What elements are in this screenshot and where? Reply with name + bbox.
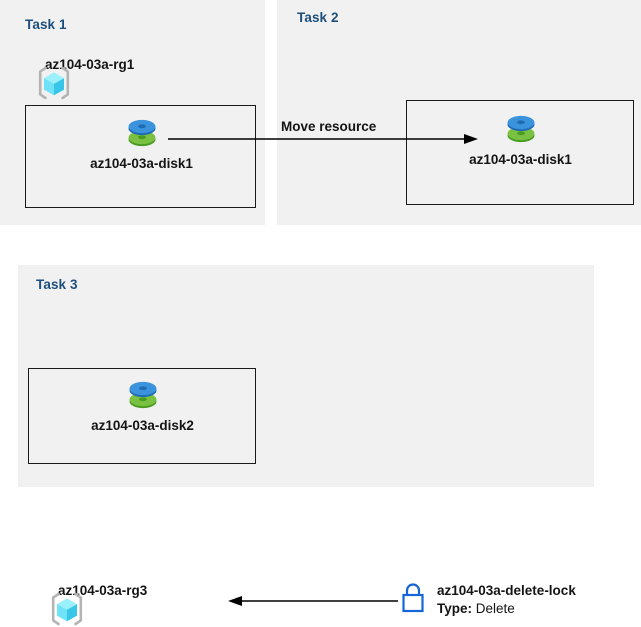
panel-task-1: Task 1 az104-03a-rg1 <box>0 0 265 225</box>
disk-label: az104-03a-disk1 <box>469 152 572 167</box>
disk-label: az104-03a-disk1 <box>90 156 193 171</box>
resource-box-task-1: az104-03a-disk1 <box>25 105 256 208</box>
panel-title-task-2: Task 2 <box>297 10 339 25</box>
resource-group-task-1: az104-03a-rg1 <box>36 57 135 99</box>
panel-title-task-1: Task 1 <box>25 17 67 32</box>
delete-lock-text: az104-03a-delete-lock Type: Delete <box>437 581 576 617</box>
delete-lock-name: az104-03a-delete-lock <box>437 583 576 598</box>
move-resource-caption: Move resource <box>281 119 377 134</box>
managed-disk-icon <box>500 111 542 149</box>
managed-disk-icon <box>121 115 163 153</box>
panel-task-3: Task 3 az104-03a-rg3 <box>18 265 594 625</box>
disk-label: az104-03a-disk2 <box>91 418 194 433</box>
padlock-icon <box>398 581 428 615</box>
resource-box-task-2: az104-03a-disk1 <box>406 100 634 205</box>
panel-title-task-3: Task 3 <box>36 277 78 292</box>
disk-resource-task-2: az104-03a-disk1 <box>455 111 586 167</box>
delete-lock-type-value: Delete <box>475 601 515 616</box>
disk-resource-task-1: az104-03a-disk1 <box>76 115 207 171</box>
disk-resource-task-3: az104-03a-disk2 <box>77 377 208 433</box>
delete-lock-type: Type: Delete <box>437 600 576 617</box>
arrow-right-icon <box>168 134 478 144</box>
resource-group-label: az104-03a-rg1 <box>45 57 135 72</box>
managed-disk-icon <box>122 377 164 415</box>
panel-task-2: Task 2 az104-03a-rg2 <box>277 0 641 225</box>
delete-lock-type-label: Type: <box>437 601 473 616</box>
resource-group-task-3: az104-03a-rg3 <box>49 583 147 625</box>
resource-box-task-3: az104-03a-disk2 <box>28 368 256 464</box>
arrow-left-icon <box>228 596 398 606</box>
delete-lock-group: az104-03a-delete-lock Type: Delete <box>398 581 576 617</box>
